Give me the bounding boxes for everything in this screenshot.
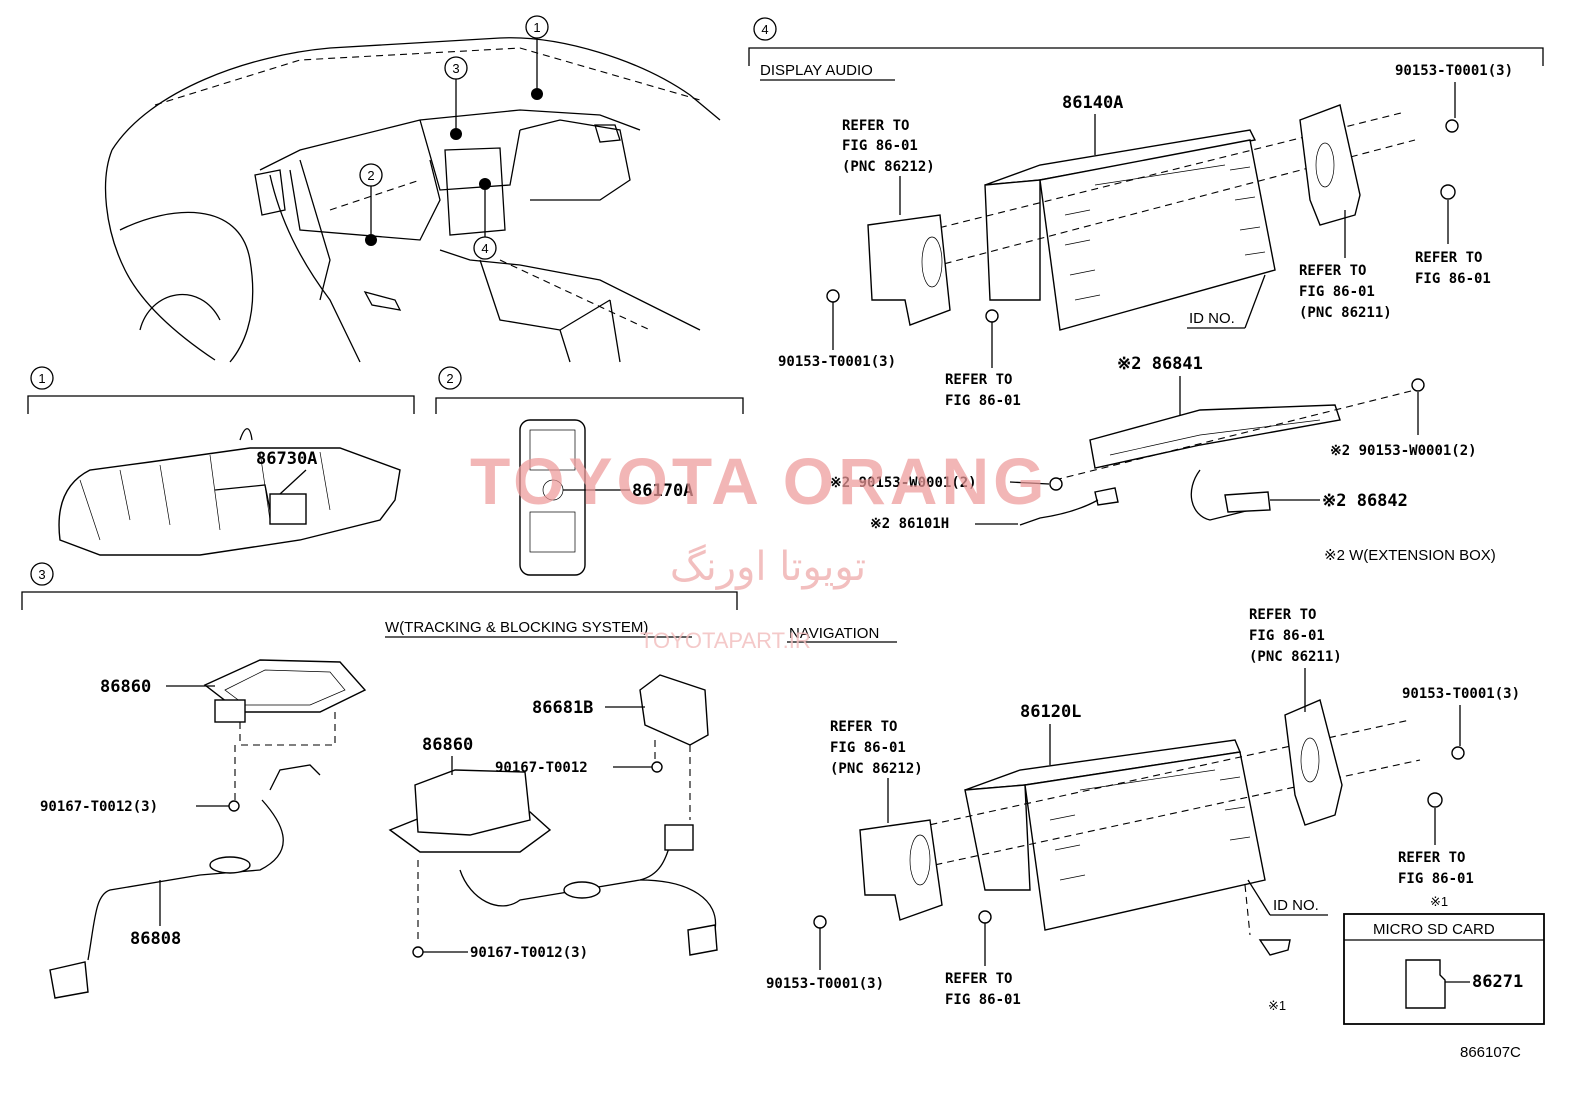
svg-text:(PNC 86211): (PNC 86211) xyxy=(1249,649,1342,665)
section-1: 1 86730A xyxy=(27,366,415,556)
svg-text:※2 86101H: ※2 86101H xyxy=(870,516,949,532)
svg-text:90153-T0001(3): 90153-T0001(3) xyxy=(778,354,896,370)
svg-text:※1: ※1 xyxy=(1430,894,1448,909)
svg-text:86271: 86271 xyxy=(1472,972,1523,992)
svg-text:86681B: 86681B xyxy=(532,698,593,718)
svg-text:REFER TO: REFER TO xyxy=(1415,250,1482,266)
svg-text:1: 1 xyxy=(38,371,45,386)
svg-text:FIG 86-01: FIG 86-01 xyxy=(945,393,1021,409)
svg-text:REFER TO: REFER TO xyxy=(945,971,1012,987)
svg-text:ID NO.: ID NO. xyxy=(1273,897,1319,914)
svg-text:※2 86841: ※2 86841 xyxy=(1117,354,1203,374)
svg-text:TOYOTA ORANG: TOYOTA ORANG xyxy=(470,444,1048,518)
svg-text:2: 2 xyxy=(446,371,453,386)
svg-text:86808: 86808 xyxy=(130,929,181,949)
section-2: 2 86170A xyxy=(435,366,744,576)
svg-text:86730A: 86730A xyxy=(256,449,317,469)
svg-text:90167-T0012(3): 90167-T0012(3) xyxy=(470,945,588,961)
svg-text:4: 4 xyxy=(481,241,488,256)
svg-text:FIG 86-01: FIG 86-01 xyxy=(830,740,906,756)
svg-text:※2 90153-W0001(2): ※2 90153-W0001(2) xyxy=(1330,443,1477,459)
section-4-display-audio: 4 DISPLAY AUDIO 86140A REFER TO FIG 86-0… xyxy=(748,17,1544,409)
svg-text:90167-T0012: 90167-T0012 xyxy=(495,760,588,776)
svg-text:※2 W(EXTENSION BOX): ※2 W(EXTENSION BOX) xyxy=(1324,547,1496,564)
svg-text:FIG 86-01: FIG 86-01 xyxy=(1249,628,1325,644)
svg-text:86860: 86860 xyxy=(100,677,151,697)
svg-text:DISPLAY AUDIO: DISPLAY AUDIO xyxy=(760,62,873,79)
svg-text:90153-T0001(3): 90153-T0001(3) xyxy=(1402,686,1520,702)
svg-text:FIG 86-01: FIG 86-01 xyxy=(1415,271,1491,287)
svg-text:FIG 86-01: FIG 86-01 xyxy=(1299,284,1375,300)
svg-text:TOYOTAPART.IR: TOYOTAPART.IR xyxy=(640,628,811,653)
svg-text:※2 86842: ※2 86842 xyxy=(1322,491,1408,511)
svg-text:W(TRACKING & BLOCKING SYSTEM): W(TRACKING & BLOCKING SYSTEM) xyxy=(385,619,648,636)
svg-text:4: 4 xyxy=(761,22,768,37)
svg-text:※2 90153-W0001(2): ※2 90153-W0001(2) xyxy=(830,475,977,491)
svg-text:FIG 86-01: FIG 86-01 xyxy=(842,138,918,154)
svg-text:ID NO.: ID NO. xyxy=(1189,310,1235,327)
svg-text:تویوتا اورنگ: تویوتا اورنگ xyxy=(670,544,866,590)
svg-text:(PNC 86211): (PNC 86211) xyxy=(1299,305,1392,321)
svg-text:3: 3 xyxy=(38,567,45,582)
svg-text:REFER TO: REFER TO xyxy=(830,719,897,735)
svg-text:90153-T0001(3): 90153-T0001(3) xyxy=(766,976,884,992)
svg-text:REFER TO: REFER TO xyxy=(1299,263,1366,279)
dashboard-overview-illustration xyxy=(104,37,721,363)
navigation-group: NAVIGATION 86120L REFER TO FIG 86-01 (PN… xyxy=(766,607,1520,1013)
svg-text:REFER TO: REFER TO xyxy=(1398,850,1465,866)
svg-text:1: 1 xyxy=(533,20,540,35)
diagram-code: 866107C xyxy=(1460,1044,1521,1061)
svg-text:90153-T0001(3): 90153-T0001(3) xyxy=(1395,63,1513,79)
watermark: TOYOTA ORANG تویوتا اورنگ TOYOTAPART.IR xyxy=(470,444,1048,653)
svg-text:REFER TO: REFER TO xyxy=(1249,607,1316,623)
svg-text:86140A: 86140A xyxy=(1062,93,1123,113)
svg-text:86170A: 86170A xyxy=(632,481,693,501)
svg-text:2: 2 xyxy=(367,168,374,183)
extension-box-group: ※2 86841 ※2 90153-W0001(2) ※2 90153-W000… xyxy=(830,354,1496,564)
svg-text:※1: ※1 xyxy=(1268,998,1286,1013)
overview-callouts: 1 3 2 4 xyxy=(359,15,549,260)
micro-sd-card-box: MICRO SD CARD 86271 xyxy=(1343,913,1545,1025)
svg-text:86120L: 86120L xyxy=(1020,702,1081,722)
svg-text:90167-T0012(3): 90167-T0012(3) xyxy=(40,799,158,815)
svg-text:86860: 86860 xyxy=(422,735,473,755)
svg-text:FIG 86-01: FIG 86-01 xyxy=(1398,871,1474,887)
svg-text:MICRO SD CARD: MICRO SD CARD xyxy=(1373,921,1495,938)
svg-text:NAVIGATION: NAVIGATION xyxy=(789,625,879,642)
svg-text:(PNC 86212): (PNC 86212) xyxy=(842,159,935,175)
svg-text:FIG 86-01: FIG 86-01 xyxy=(945,992,1021,1008)
svg-text:REFER TO: REFER TO xyxy=(945,372,1012,388)
svg-text:(PNC 86212): (PNC 86212) xyxy=(830,761,923,777)
section-3: 3 W(TRACKING & BLOCKING SYSTEM) 86860 90… xyxy=(21,562,738,999)
svg-text:3: 3 xyxy=(452,61,459,76)
svg-text:REFER TO: REFER TO xyxy=(842,118,909,134)
